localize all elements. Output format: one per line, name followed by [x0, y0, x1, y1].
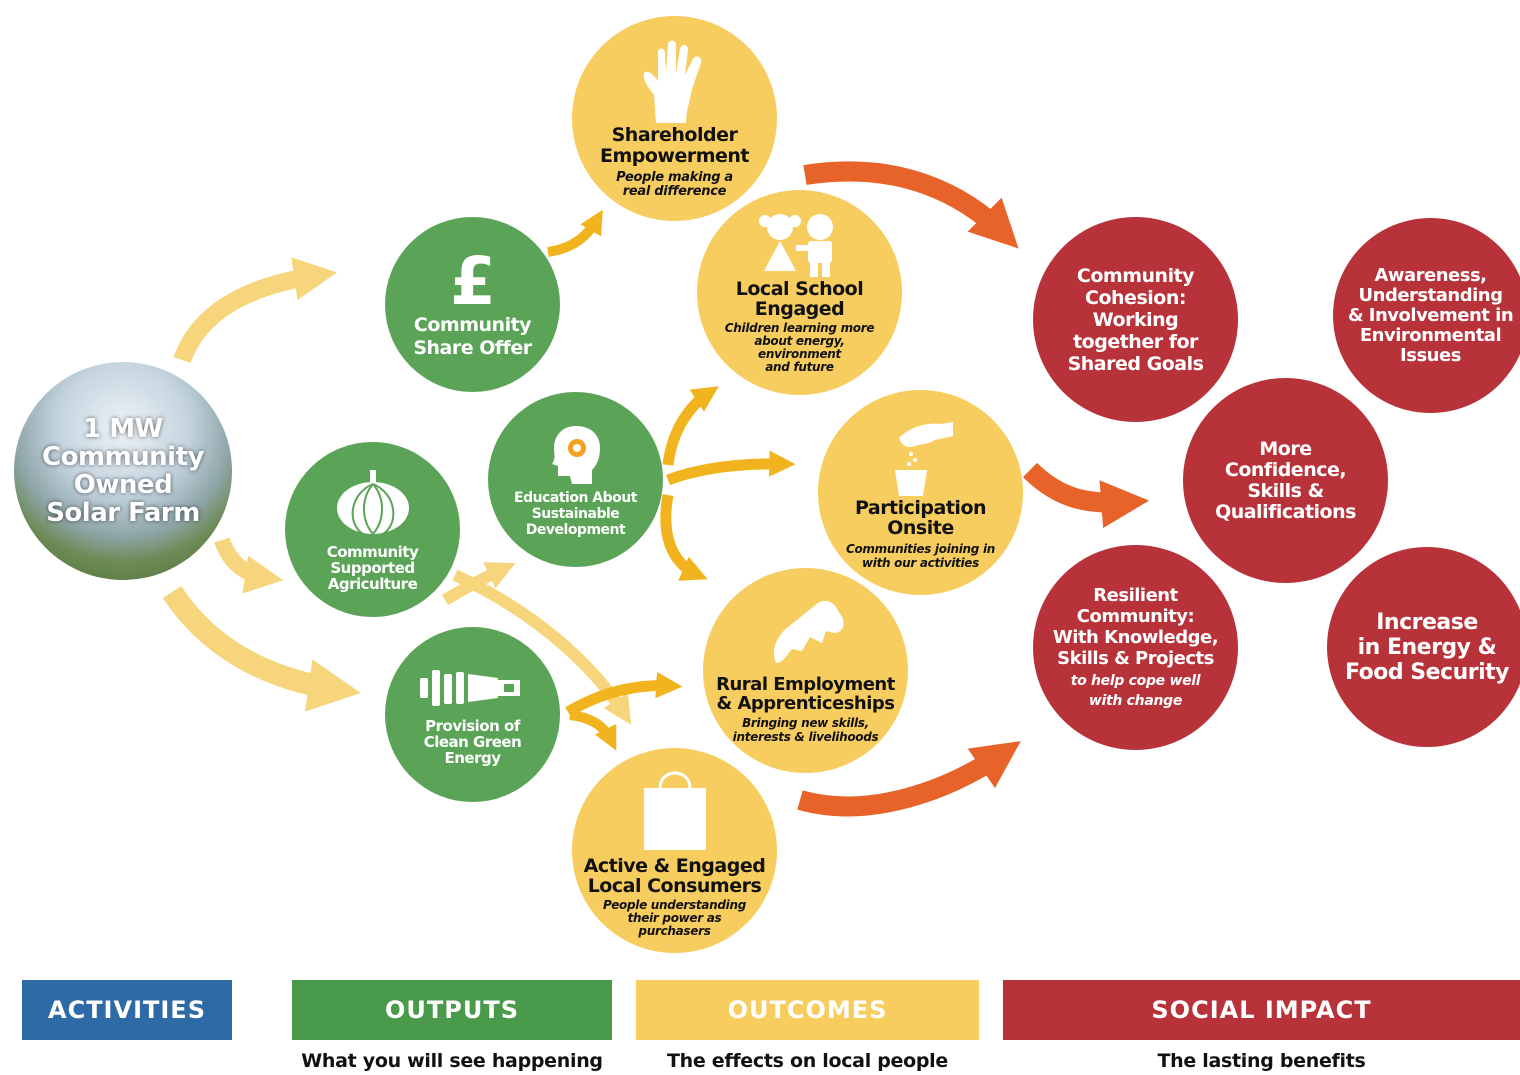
energy-node: Provision of Clean Green Energy [385, 627, 560, 802]
employment-subtitle: Bringing new skills, interests & livelih… [732, 716, 879, 744]
confidence-title: More Confidence, Skills & Qualifications [1215, 437, 1356, 523]
resilient-subtitle: to help cope well with change [1070, 672, 1201, 709]
solar-farm-title: 1 MW Community Owned Solar Farm [42, 414, 204, 528]
tool-icon [773, 600, 844, 663]
awareness-title: Awareness, Understanding & Involvement i… [1347, 264, 1514, 366]
school-subtitle: Children learning more about energy, env… [724, 321, 875, 374]
school-title: Local School Engaged [735, 278, 864, 320]
hand-icon [643, 40, 701, 123]
shopping-bag-icon [643, 771, 706, 850]
arrow-energy-to-consumers [569, 710, 617, 751]
arrow-hub-to-school [662, 386, 719, 466]
agriculture-node: Community Supported Agriculture [285, 442, 460, 617]
arrow-solar-to-energy [162, 585, 361, 712]
caption-outputs: What you will see happening [301, 1050, 603, 1072]
arrow-participation-to-confidence [1022, 462, 1150, 529]
legend-outcomes-label: OUTCOMES [727, 996, 888, 1024]
participation-subtitle: Communities joining in with our activiti… [845, 541, 996, 570]
arrow-solar-to-share [173, 257, 338, 364]
cohesion-title: Community Cohesion: Working together for… [1067, 264, 1204, 375]
shareholder-subtitle: People making a real difference [616, 169, 733, 199]
pound-icon: £ [450, 250, 496, 310]
resilient-node: Resilient Community: With Knowledge, Ski… [1033, 545, 1238, 750]
employment-node: Rural Employment & Apprenticeships Bring… [703, 568, 908, 773]
legend-impact: SOCIAL IMPACT [1003, 980, 1520, 1040]
children-icon [758, 214, 833, 277]
employment-title: Rural Employment & Apprenticeships [716, 674, 895, 714]
arrow-hub-to-participation [666, 450, 796, 486]
confidence-node: More Confidence, Skills & Qualifications [1183, 378, 1388, 583]
legend-impact-label: SOCIAL IMPACT [1151, 996, 1372, 1024]
head-gear-icon [551, 425, 600, 484]
arrow-solar-to-agriculture [214, 537, 284, 594]
arrow-shareholder-to-cohesion [803, 161, 1019, 249]
share-offer-node: £ Community Share Offer [385, 217, 560, 392]
participation-node: Participation Onsite Communities joining… [818, 390, 1023, 595]
security-title: Increase in Energy & Food Security [1345, 609, 1510, 685]
participation-title: Participation Onsite [854, 496, 987, 539]
arrow-energy-to-employment [565, 671, 683, 717]
resilient-title: Resilient Community: With Knowledge, Ski… [1052, 584, 1219, 669]
legend-outputs-label: OUTPUTS [385, 996, 519, 1024]
lightbulb-icon [419, 669, 520, 706]
shareholder-node: Shareholder Empowerment People making a … [572, 16, 777, 221]
caption-outcomes: The effects on local people [667, 1050, 948, 1072]
energy-title: Provision of Clean Green Energy [423, 716, 522, 767]
security-node: Increase in Energy & Food Security [1327, 547, 1520, 747]
awareness-node: Awareness, Understanding & Involvement i… [1333, 218, 1520, 413]
legend-outcomes: OUTCOMES [636, 980, 979, 1040]
agriculture-title: Community Supported Agriculture [326, 542, 419, 593]
arrow-consumers-to-resilient [797, 741, 1021, 817]
shareholder-title: Shareholder Empowerment [599, 123, 750, 167]
arrow-share-to-shareholder [547, 209, 603, 257]
pumpkin-icon [336, 469, 409, 535]
planting-hand-icon [894, 421, 953, 496]
legend-activities-label: ACTIVITIES [48, 996, 206, 1024]
caption-impact: The lasting benefits [1157, 1050, 1366, 1072]
school-node: Local School Engaged Children learning m… [697, 190, 902, 395]
education-node: Education About Sustainable Development [488, 392, 663, 567]
consumers-title: Active & Engaged Local Consumers [583, 854, 766, 897]
legend-outputs: OUTPUTS [292, 980, 612, 1040]
solar-farm-node: 1 MW Community Owned Solar Farm [14, 362, 232, 580]
arrow-hub-to-employment [660, 494, 708, 581]
consumers-subtitle: People understanding their power as purc… [603, 897, 746, 938]
svg-text:£: £ [450, 250, 496, 310]
education-title: Education About Sustainable Development [514, 489, 637, 538]
consumers-node: Active & Engaged Local Consumers People … [572, 748, 777, 953]
legend-activities: ACTIVITIES [22, 980, 232, 1040]
share-offer-title: Community Share Offer [413, 313, 532, 359]
cohesion-node: Community Cohesion: Working together for… [1033, 217, 1238, 422]
